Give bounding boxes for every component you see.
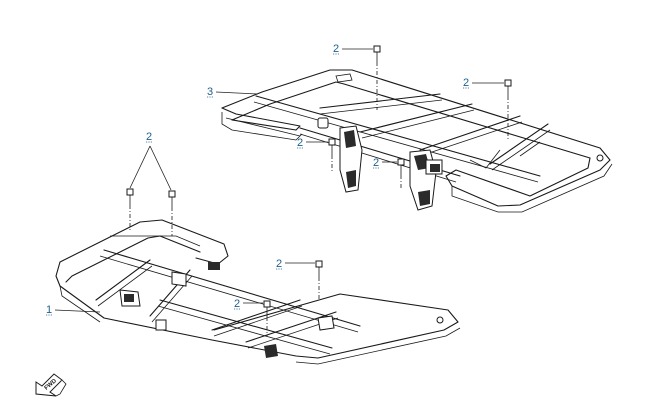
callout-part-3: 3 <box>207 86 259 98</box>
callout-part-1: 1 <box>46 304 101 316</box>
callout-part-2-pair: 2 <box>129 131 172 191</box>
bolt-icon <box>126 45 512 336</box>
callout-number: 3 <box>207 86 213 98</box>
rear-rack-assembly <box>219 67 613 213</box>
callout-part-2-lower-center: 2 <box>234 298 263 310</box>
callout-number: 2 <box>333 43 339 55</box>
callout-part-2-bracket-right: 2 <box>373 157 397 169</box>
callout-part-2-bracket-left: 2 <box>297 137 328 149</box>
arrow-left-down-icon: FWD <box>35 373 67 397</box>
callout-number: 2 <box>276 258 282 270</box>
callout-part-2-right: 2 <box>463 77 504 89</box>
callout-part-2-lower-right: 2 <box>276 258 315 270</box>
callout-number: 2 <box>146 131 152 143</box>
callout-number: 2 <box>234 298 240 310</box>
callout-number: 2 <box>373 157 379 169</box>
callout-number: 1 <box>46 304 52 316</box>
callout-number: 2 <box>297 137 303 149</box>
callout-number: 2 <box>463 77 469 89</box>
front-rack-assembly <box>55 217 461 365</box>
callout-part-2-top: 2 <box>333 43 373 55</box>
